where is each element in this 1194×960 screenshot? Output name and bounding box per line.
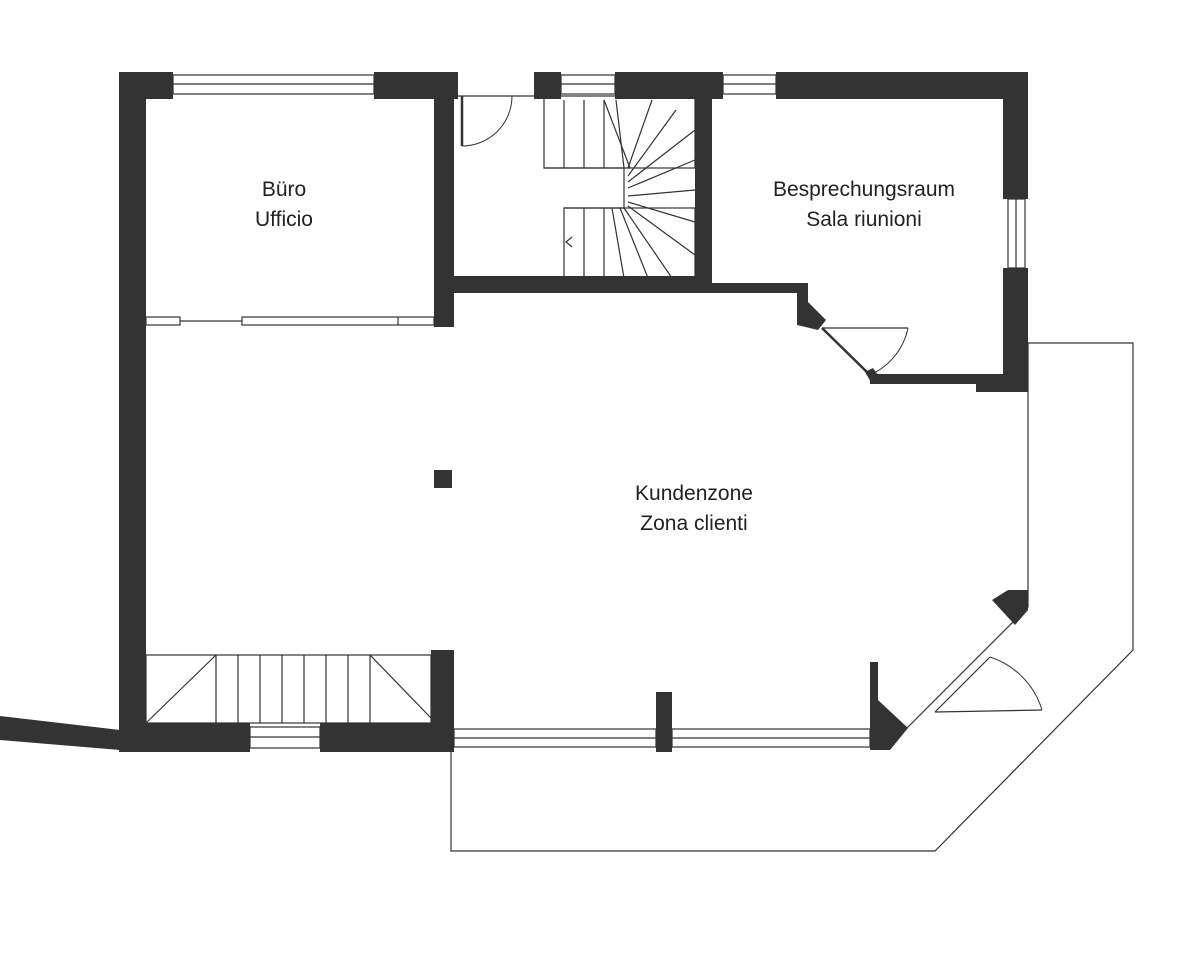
exterior-path	[0, 716, 120, 750]
straight-staircase	[145, 654, 432, 724]
winding-staircase	[543, 95, 696, 279]
walls	[119, 72, 1028, 752]
office-label-it: Ufficio	[255, 208, 313, 231]
customer-zone-label-de: Kundenzone	[635, 482, 753, 505]
office-label-de: Büro	[262, 178, 306, 201]
meeting-room-label-it: Sala riunioni	[806, 208, 922, 231]
entrance-door	[454, 95, 534, 147]
sliding-door	[145, 316, 435, 326]
windows	[172, 74, 1026, 749]
terrace-door	[934, 656, 1043, 713]
column	[434, 470, 452, 488]
terrace-outline	[450, 342, 1134, 852]
customer-zone-label-it: Zona clienti	[640, 512, 747, 535]
meeting-room-label-de: Besprechungsraum	[773, 178, 955, 201]
meeting-room-door	[821, 327, 909, 376]
